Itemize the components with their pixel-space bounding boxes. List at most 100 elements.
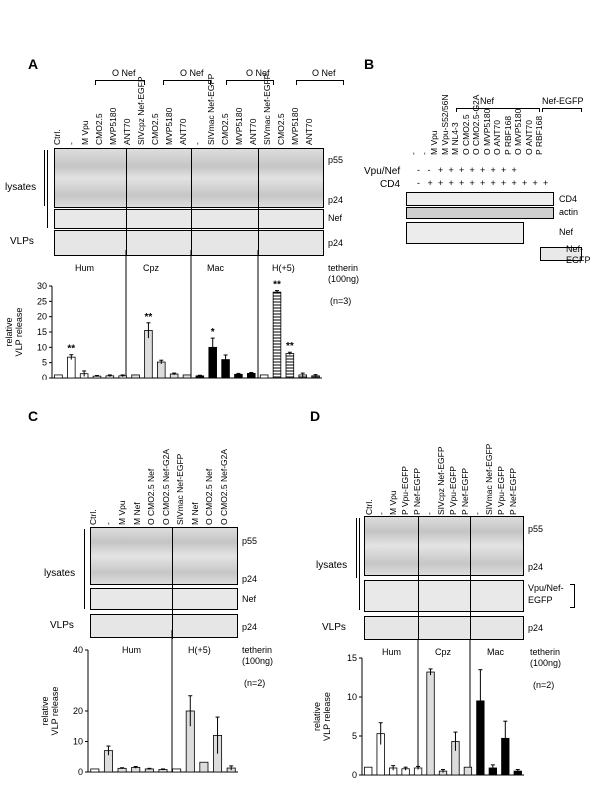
a-lane-label: - [66,142,76,145]
c-lane-label: O CMO2.5 Nef [146,468,156,525]
a-lane-label: ANT70 [122,118,132,145]
b-lane-label: O CMO2.5 [460,114,471,155]
group-label: O Nef [312,68,336,78]
significance-star: ** [273,280,281,291]
group-hum-c: Hum [122,645,142,655]
lysate-blot-c [90,527,238,585]
bar [199,761,209,773]
c-lane-label: O CMO2.5 Nef [204,468,214,525]
sign: + [438,165,444,175]
sign: + [490,165,496,175]
band-egfp-d: EGFP [528,595,553,605]
d-lane-label: SIVcpz Nef-EGFP [436,446,446,516]
b-lane-label: O ANT70 [492,120,502,155]
band-p24-c: p24 [242,574,258,584]
vlps-label-c: VLPs [50,620,74,631]
a-lane-label: CMO2.5 [94,113,104,145]
b-lane-label: M NL4-3 [450,122,460,155]
bar [426,671,435,776]
sign: + [459,165,465,175]
bar [182,374,192,379]
y-tick-label: 10 [73,737,83,747]
significance-star: ** [286,341,294,352]
c-lane-label: Ctrl. [88,509,98,525]
group-label-nef-egfp: Nef-EGFP [542,96,584,106]
y-tick-label: 0 [78,767,83,777]
bar [67,356,76,379]
group-h5-c: H(+5) [188,645,211,655]
sign: + [522,178,528,188]
band-nef-c: Nef [242,594,257,604]
c-lane-label: M Vpu [117,500,127,525]
d-lane-label: Ctrl. [364,499,374,515]
b-lane-label: O MVP5180 [513,108,523,155]
sign: + [511,178,517,188]
n-label-c: (n=2) [244,678,266,688]
group-hum-d: Hum [382,647,402,657]
band-p55: p55 [328,155,344,165]
sign: + [501,165,507,175]
bar [259,374,269,379]
b-lane-label: P RBF168 [534,115,544,155]
b-lane-label: - [418,152,429,155]
band-p55-d: p55 [528,524,544,534]
bar [364,766,373,776]
significance-star: ** [67,344,75,355]
nef-blot-b [406,222,524,244]
band-nef-egfp-1: Nef- [566,244,584,254]
a-lane-label: SIVmac Nef-EGFP [262,73,272,145]
y-tick-label: 0 [42,373,47,380]
a-lane-label: CMO2.5 [220,113,230,145]
sign: + [459,178,465,188]
d-lane-label: P Vpu-EGFP [448,466,458,515]
group-h5: H(+5) [272,263,295,273]
group-label-nef: Nef [480,96,495,106]
sign: + [427,178,433,188]
sign: + [448,165,454,175]
b-lane-label: M Vpu [429,130,439,155]
y-axis-label: relative [312,702,322,731]
tetherin-c: tetherin [242,645,273,655]
vlp-blot-d [364,616,524,640]
a-lane-label: ANT70 [304,118,314,145]
c-lane-label: SIVmac Nef-EGFP [175,453,185,525]
nef-blot-a [54,209,324,229]
group-label: O Nef [246,68,270,78]
a-lane-label: SIVcpz Nef-EGFP [136,76,146,146]
y-axis-label: VLP release [50,687,60,736]
group-cpz-d: Cpz [435,647,452,657]
group-cpz: Cpz [143,263,160,273]
b-lane-label: O MVP5180 [481,108,492,155]
y-axis-label: relative [4,317,14,346]
lysates-label-c: lysates [44,568,76,579]
tetherin-label: tetherin [328,263,359,273]
band-p24-d: p24 [528,562,544,572]
y-tick-label: 20 [37,312,47,322]
y-tick-label: 10 [347,692,357,702]
sign: + [438,178,444,188]
sign: + [469,165,475,175]
sign: + [511,165,517,175]
lysates-label-d: lysates [316,560,348,571]
band-vpunef-d: Vpu/Nef- [528,583,564,593]
a-lane-label: Ctrl. [52,129,62,145]
d-lane-label: P Vpu-EGFP [496,466,506,515]
tetherin-amount: (100ng) [328,274,360,284]
bar [131,374,140,379]
row-cd4: CD4 [380,179,401,190]
b-lane-label: P RBF168 [502,115,513,155]
panel-label-b: B [364,56,375,72]
y-tick-label: 15 [37,327,47,337]
sign: + [532,178,538,188]
y-tick-label: 0 [352,770,357,780]
a-lane-label: MVP5180 [108,107,118,145]
y-axis-label: VLP release [14,308,24,357]
band-p55-c: p55 [242,536,258,546]
d-lane-label: M Vpu [388,490,398,515]
nef-egfp-blot [540,247,582,261]
panel-label-c: C [28,408,39,424]
sign: - [417,178,420,188]
vlps-label-d: VLPs [322,622,346,633]
b-lane-label: - [408,152,418,155]
